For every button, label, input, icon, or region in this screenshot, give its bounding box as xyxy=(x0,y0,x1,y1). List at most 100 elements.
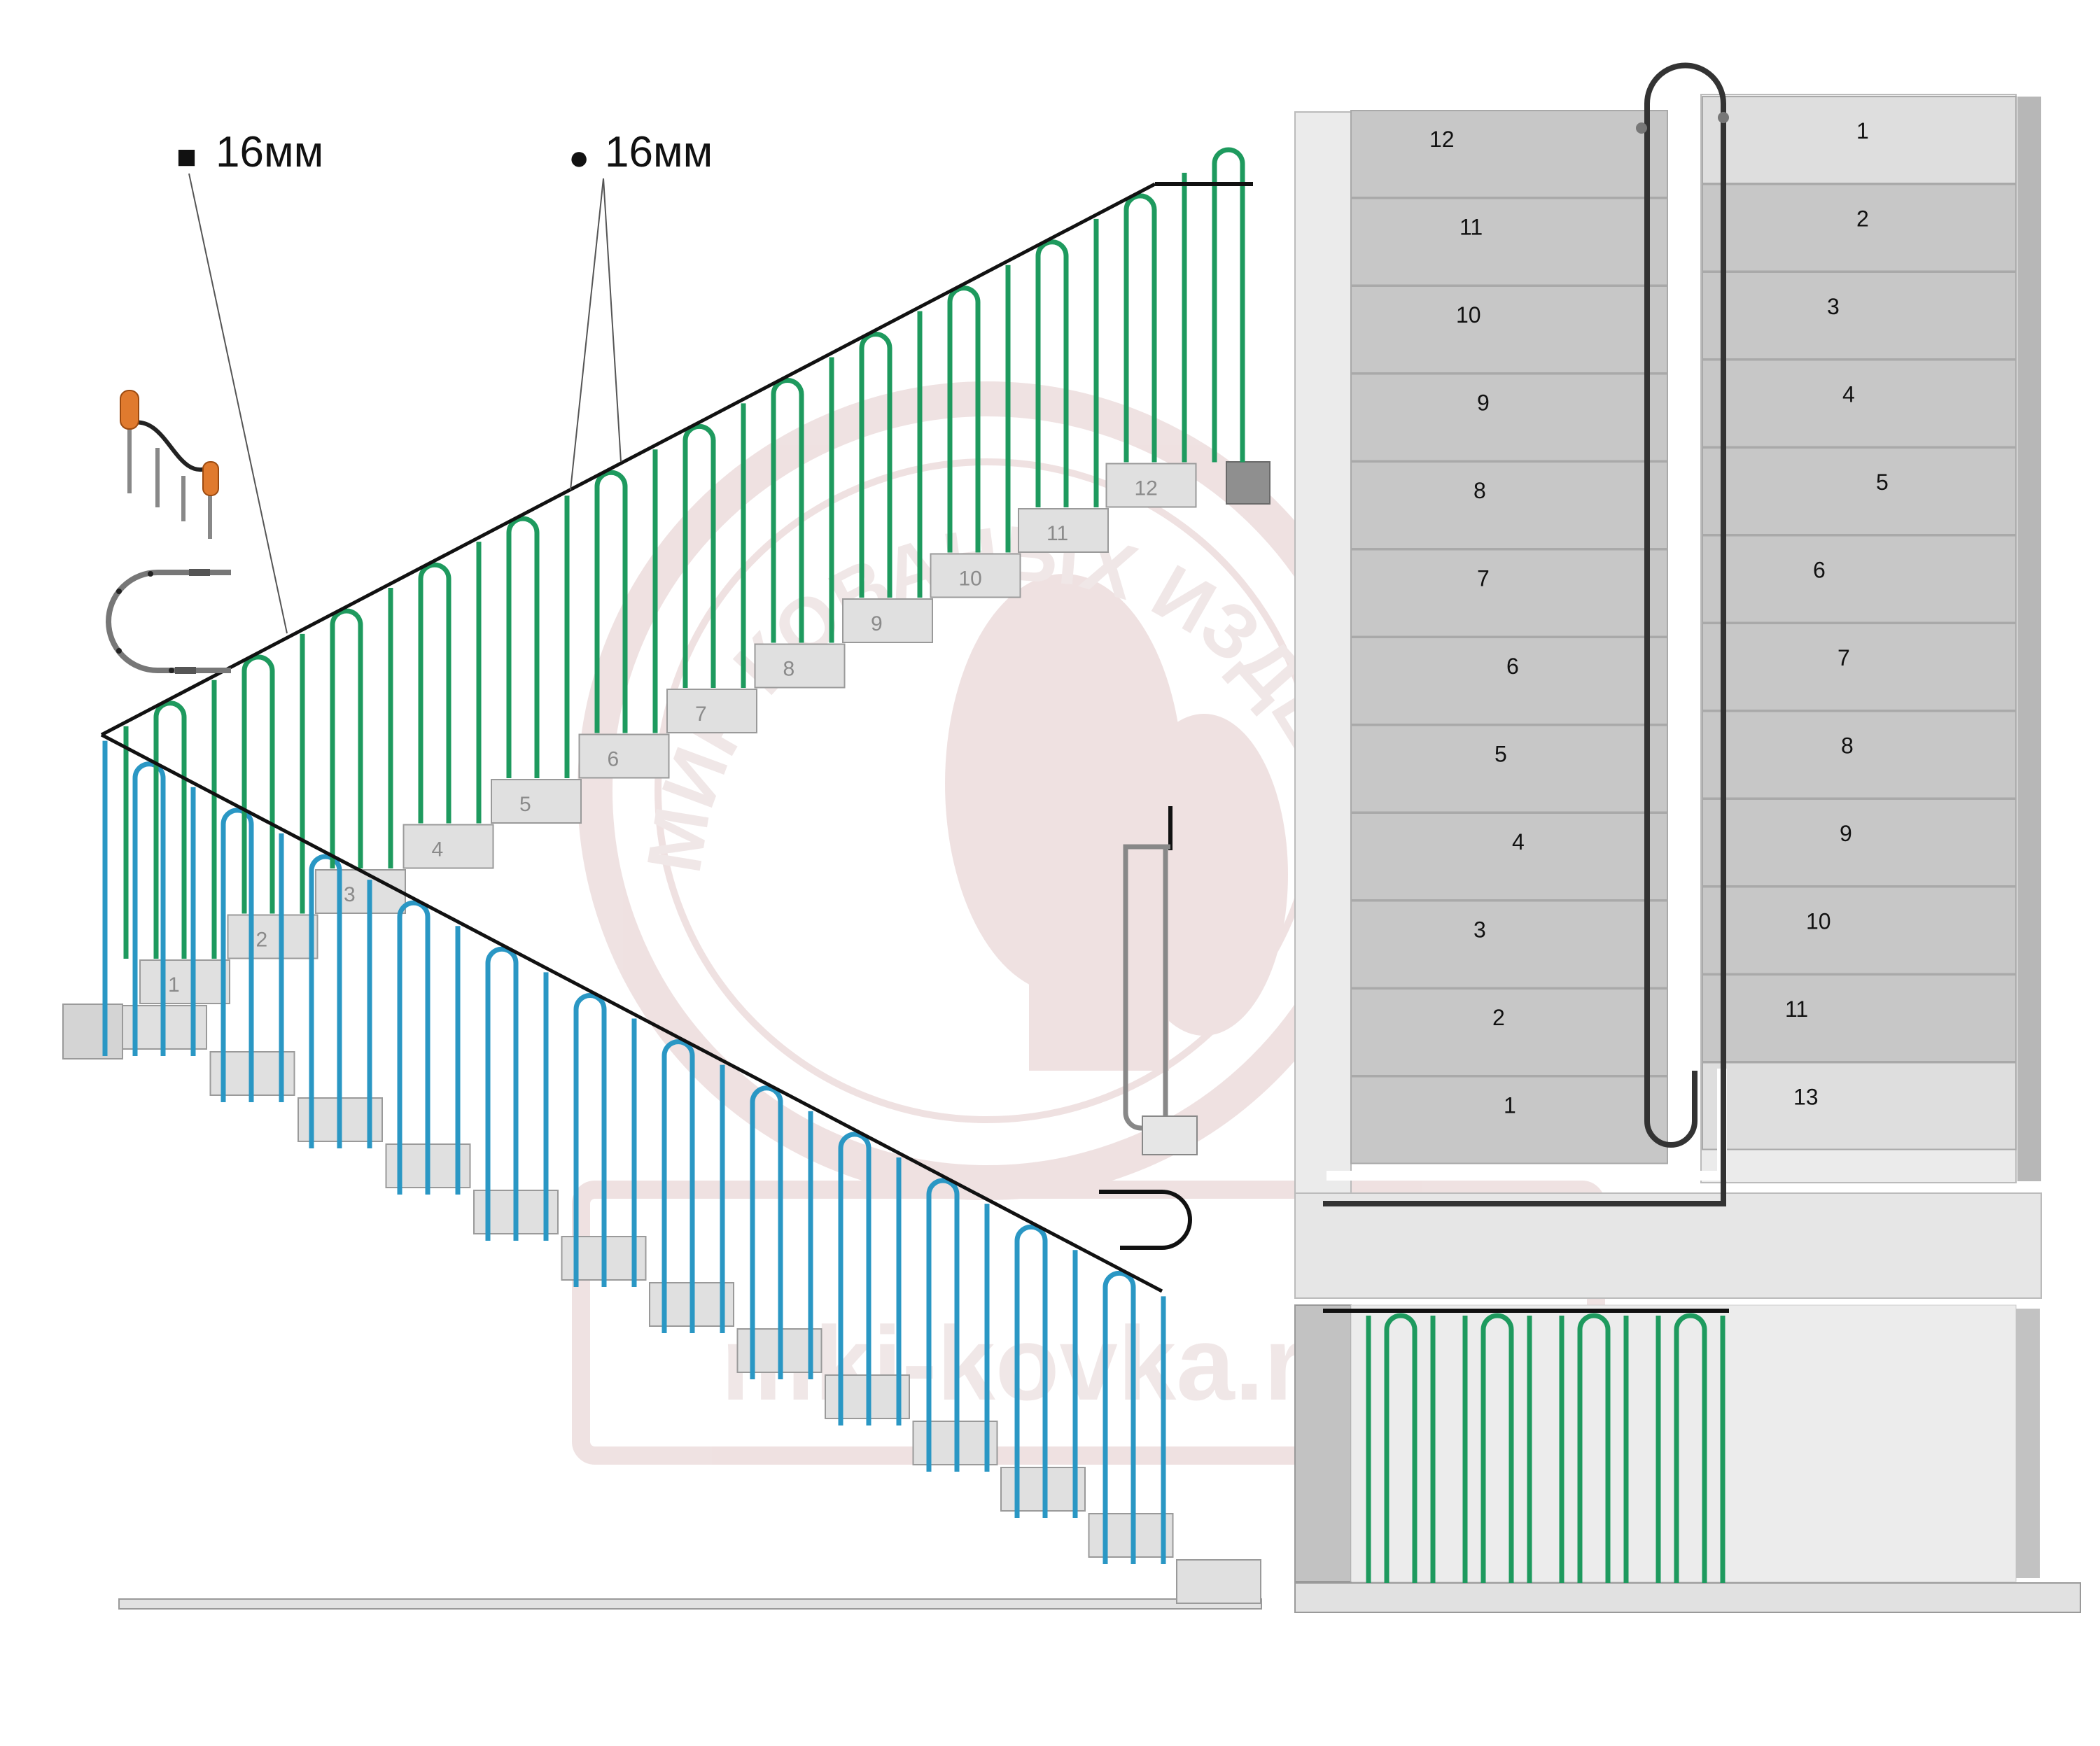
plan-right-step-number: 7 xyxy=(1837,645,1850,670)
upper-step xyxy=(930,553,1021,598)
upper-handrail xyxy=(100,182,1156,737)
upper-step xyxy=(1018,508,1109,553)
upper-step-number: 10 xyxy=(959,568,982,591)
plan-post-left xyxy=(1636,122,1647,134)
plan-right-tread xyxy=(1702,623,2017,711)
upper-step-number: 11 xyxy=(1046,522,1068,545)
round-bar-leader-2 xyxy=(603,178,622,463)
blue-baluster-loop xyxy=(220,808,254,1102)
green-baluster-loop xyxy=(1212,147,1245,463)
plan-right-step-number: 9 xyxy=(1840,821,1852,846)
landing-left-wall xyxy=(1294,1304,1352,1582)
plan-left-step-number: 9 xyxy=(1477,390,1490,416)
upper-railing-balusters xyxy=(123,147,1245,959)
landing-wall-background xyxy=(1350,1304,2017,1582)
plan-view xyxy=(1294,62,2042,1299)
plan-right-step-number: 2 xyxy=(1856,206,1869,232)
u-bend-profile xyxy=(1099,1190,1192,1250)
blue-baluster-loop xyxy=(662,1039,695,1333)
end-detail-sketch xyxy=(120,390,219,539)
upper-step-number: 4 xyxy=(432,838,444,861)
plan-right-tread xyxy=(1702,1062,2017,1150)
blue-baluster-loop xyxy=(926,1178,960,1472)
plan-left-tread xyxy=(1350,461,1668,549)
square-bar-label: ■ 16мм xyxy=(176,128,323,634)
landing-baluster-loop xyxy=(1480,1313,1514,1583)
plan-left-wall xyxy=(1294,111,1352,1194)
upper-step xyxy=(666,689,757,733)
plan-left-tread xyxy=(1350,812,1668,901)
upper-step xyxy=(842,598,933,643)
green-baluster-loop xyxy=(330,608,363,868)
plan-right-step-number: 3 xyxy=(1827,294,1840,319)
blue-baluster-loop xyxy=(485,946,519,1241)
plan-right-wall xyxy=(2017,97,2041,1181)
upper-step xyxy=(402,824,494,869)
plan-left-step-number: 10 xyxy=(1456,302,1481,328)
plan-right-tread xyxy=(1702,535,2017,624)
plan-left-tread xyxy=(1350,1076,1668,1164)
plan-left-flight xyxy=(1350,110,1668,1164)
blue-baluster-loop xyxy=(573,993,607,1287)
blue-baluster-loop xyxy=(397,900,430,1195)
green-baluster-loop xyxy=(241,654,275,914)
u-bend-detail-sketch xyxy=(106,569,231,674)
upper-step xyxy=(754,643,846,689)
upper-step-number: 5 xyxy=(519,793,531,816)
watermark-anvil xyxy=(1029,952,1169,1071)
landing-baluster-loop xyxy=(1674,1313,1707,1583)
landing-right-wall xyxy=(2016,1309,2040,1578)
lower-handrail xyxy=(100,733,1163,1293)
plan-right-step-number: 13 xyxy=(1793,1085,1819,1110)
lower-railing-balusters xyxy=(102,740,1166,1564)
lower-step xyxy=(1176,1559,1261,1604)
plan-right-step-number: 6 xyxy=(1813,558,1826,583)
plan-right-tread xyxy=(1702,974,2017,1062)
plan-right-tread xyxy=(1702,96,2017,184)
plan-right-tread xyxy=(1702,886,2017,975)
plan-left-step-number: 11 xyxy=(1460,215,1483,240)
upper-step-number: 7 xyxy=(695,703,707,726)
plan-left-tread xyxy=(1350,988,1668,1076)
green-baluster-loop xyxy=(153,700,187,959)
round-bar-leader-1 xyxy=(570,178,604,491)
plan-left-step-number: 3 xyxy=(1474,917,1486,943)
plan-right-tread xyxy=(1702,359,2017,448)
watermark-figure-helper xyxy=(1120,714,1288,1036)
plan-left-tread xyxy=(1350,637,1668,725)
upper-step-number: 2 xyxy=(256,929,268,952)
plan-right-step-number: 11 xyxy=(1785,997,1808,1022)
square-bar-size: 16мм xyxy=(216,128,323,176)
blue-baluster-loop xyxy=(750,1085,783,1379)
plan-right-tread xyxy=(1702,447,2017,535)
landing-baluster-loop xyxy=(1384,1313,1418,1583)
floor-line xyxy=(118,1598,1262,1610)
plan-landing xyxy=(1294,1192,2042,1299)
plan-left-tread xyxy=(1350,286,1668,374)
wall-bracket-sketch xyxy=(1123,806,1198,1155)
blue-baluster-loop xyxy=(838,1132,872,1425)
round-bar-size: 16мм xyxy=(605,128,713,176)
upper-step-number: 6 xyxy=(608,748,620,771)
upper-step xyxy=(1105,463,1197,508)
green-baluster-loop xyxy=(506,516,540,778)
square-bar-symbol: ■ xyxy=(176,139,197,176)
green-baluster-loop xyxy=(947,286,981,553)
green-baluster-loop xyxy=(1035,239,1069,507)
plan-left-tread xyxy=(1350,900,1668,989)
square-bar-leader xyxy=(188,173,288,634)
plan-right-step-number: 10 xyxy=(1806,909,1831,934)
plan-right-step-number: 8 xyxy=(1841,733,1854,759)
upper-step xyxy=(491,779,582,824)
plan-left-tread xyxy=(1350,197,1668,286)
plan-right-tread xyxy=(1702,710,2017,799)
plan-left-step-number: 12 xyxy=(1429,127,1455,152)
landing-balusters xyxy=(1366,1313,1726,1583)
plan-right-tread xyxy=(1702,272,2017,360)
upper-step-number: 12 xyxy=(1135,477,1158,500)
upper-step xyxy=(227,914,318,959)
plan-post-right xyxy=(1718,112,1729,123)
